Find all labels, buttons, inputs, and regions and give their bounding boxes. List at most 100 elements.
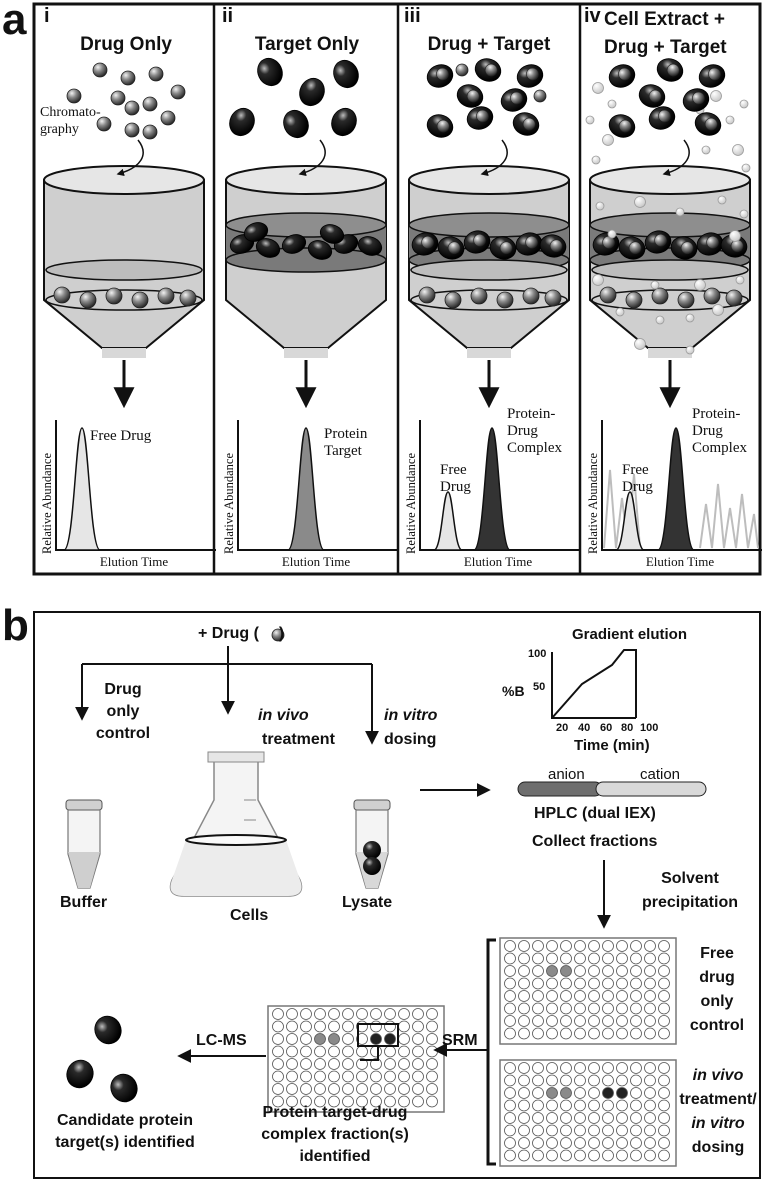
drug-band-bottom bbox=[410, 289, 568, 311]
srm-label: SRM bbox=[442, 1032, 478, 1049]
drug-molecule bbox=[96, 116, 112, 132]
protein-target bbox=[331, 107, 357, 137]
free-drug-plate bbox=[499, 937, 677, 1045]
drug-molecule bbox=[157, 287, 175, 305]
plate-well bbox=[574, 1062, 586, 1074]
free-drug-peak-label-iv: Free Drug bbox=[622, 462, 653, 495]
plate-well bbox=[504, 1002, 516, 1015]
column-ii-title: Target Only bbox=[254, 34, 360, 55]
plate-well bbox=[286, 1083, 298, 1095]
plate-well bbox=[328, 1095, 340, 1108]
plate-well bbox=[546, 1137, 558, 1149]
plate-well bbox=[314, 1008, 326, 1020]
lysate-protein bbox=[363, 841, 381, 859]
plate-well bbox=[630, 1112, 642, 1124]
drug-molecule bbox=[677, 291, 695, 309]
flask-lip bbox=[207, 751, 265, 763]
complex-drug bbox=[525, 235, 538, 249]
plate-well bbox=[286, 1020, 298, 1033]
column-iii-numeral: iii bbox=[404, 5, 421, 27]
drug-molecule bbox=[533, 89, 547, 103]
plate-well bbox=[560, 965, 572, 977]
plate-well bbox=[300, 1020, 312, 1033]
column-i-numeral: i bbox=[44, 5, 50, 27]
plate-well bbox=[412, 1070, 424, 1083]
collect-fractions-label: Collect fractions bbox=[532, 833, 658, 850]
plate-well bbox=[658, 1062, 670, 1074]
plate-frame bbox=[499, 1059, 677, 1167]
plate-well bbox=[630, 1074, 642, 1087]
plate-well bbox=[644, 1087, 656, 1099]
plate-well bbox=[630, 1124, 642, 1137]
protein-drug-complex bbox=[456, 84, 484, 108]
protein-target bbox=[307, 240, 333, 260]
drug-molecule bbox=[160, 110, 176, 126]
plate-well bbox=[370, 1083, 382, 1095]
plate-well bbox=[546, 977, 558, 990]
plates-bracket bbox=[486, 938, 496, 1166]
plate-well bbox=[630, 1149, 642, 1162]
x-axis-label-ii: Elution Time bbox=[281, 554, 351, 569]
gradient-xtick-60: 60 bbox=[600, 722, 613, 734]
cell-extract-particle bbox=[602, 134, 614, 146]
funnel-rim bbox=[225, 165, 387, 195]
plate-well bbox=[602, 1027, 614, 1040]
cell-extract-particle bbox=[675, 207, 685, 217]
cell-extract-particle bbox=[592, 274, 604, 286]
protein-drug-complex bbox=[516, 64, 544, 88]
plate-well bbox=[504, 1015, 516, 1027]
plate-well bbox=[286, 1070, 298, 1083]
protein-drug-complex bbox=[608, 114, 636, 138]
cell-extract-particle bbox=[595, 201, 605, 211]
plate-well bbox=[356, 1095, 368, 1108]
y-axis-label-iv: Relative Abundance bbox=[586, 452, 600, 554]
plate-well bbox=[630, 1015, 642, 1027]
protein-drug-complex bbox=[539, 234, 567, 258]
plate-well bbox=[546, 1112, 558, 1124]
plate-well bbox=[602, 1124, 614, 1137]
plate-well bbox=[574, 1087, 586, 1099]
plate-well bbox=[412, 1083, 424, 1095]
gradient-xtick-20: 20 bbox=[556, 722, 569, 734]
protein-drug-complex bbox=[437, 236, 465, 260]
plate-well bbox=[300, 1058, 312, 1070]
plate-well bbox=[574, 990, 586, 1002]
plate-well bbox=[384, 1045, 396, 1058]
flask-meniscus bbox=[185, 834, 287, 846]
plate-well bbox=[412, 1008, 424, 1020]
plate-well bbox=[630, 1062, 642, 1074]
plate-well bbox=[588, 1002, 600, 1015]
plate-well bbox=[272, 1008, 284, 1020]
plate-well bbox=[314, 1083, 326, 1095]
plate-well bbox=[426, 1033, 438, 1045]
plate-well bbox=[272, 1083, 284, 1095]
cells-label: Cells bbox=[230, 907, 269, 924]
plate-well bbox=[286, 1008, 298, 1020]
plate-well bbox=[602, 1149, 614, 1162]
plate-well bbox=[630, 1027, 642, 1040]
x-axis-label-iii: Elution Time bbox=[463, 554, 533, 569]
column-iii-title: Drug + Target bbox=[427, 34, 551, 55]
plate-well bbox=[518, 940, 530, 952]
gradient-xtick-100: 100 bbox=[640, 722, 659, 734]
complex-plate bbox=[267, 1005, 445, 1113]
drug-molecule bbox=[110, 90, 126, 106]
plate-well bbox=[588, 952, 600, 965]
drug-molecule bbox=[418, 286, 436, 304]
plate-well bbox=[560, 1099, 572, 1112]
cells-flask bbox=[169, 751, 303, 897]
column-ii-numeral: ii bbox=[222, 5, 234, 27]
cell-extract-particle bbox=[710, 90, 722, 102]
plate-well bbox=[546, 1062, 558, 1074]
plate-well bbox=[504, 1112, 516, 1124]
plate-well bbox=[532, 1099, 544, 1112]
plate-well bbox=[370, 1033, 382, 1045]
candidate-targets-label: Candidate protein target(s) identified bbox=[55, 1112, 195, 1151]
plate-well bbox=[370, 1045, 382, 1058]
plate-well bbox=[384, 1033, 396, 1045]
drug-band-bottom bbox=[591, 289, 749, 311]
complex-drug bbox=[658, 109, 671, 123]
plate-well bbox=[602, 1137, 614, 1149]
chromatogram-axes bbox=[601, 420, 762, 551]
drug-molecule bbox=[124, 122, 140, 138]
